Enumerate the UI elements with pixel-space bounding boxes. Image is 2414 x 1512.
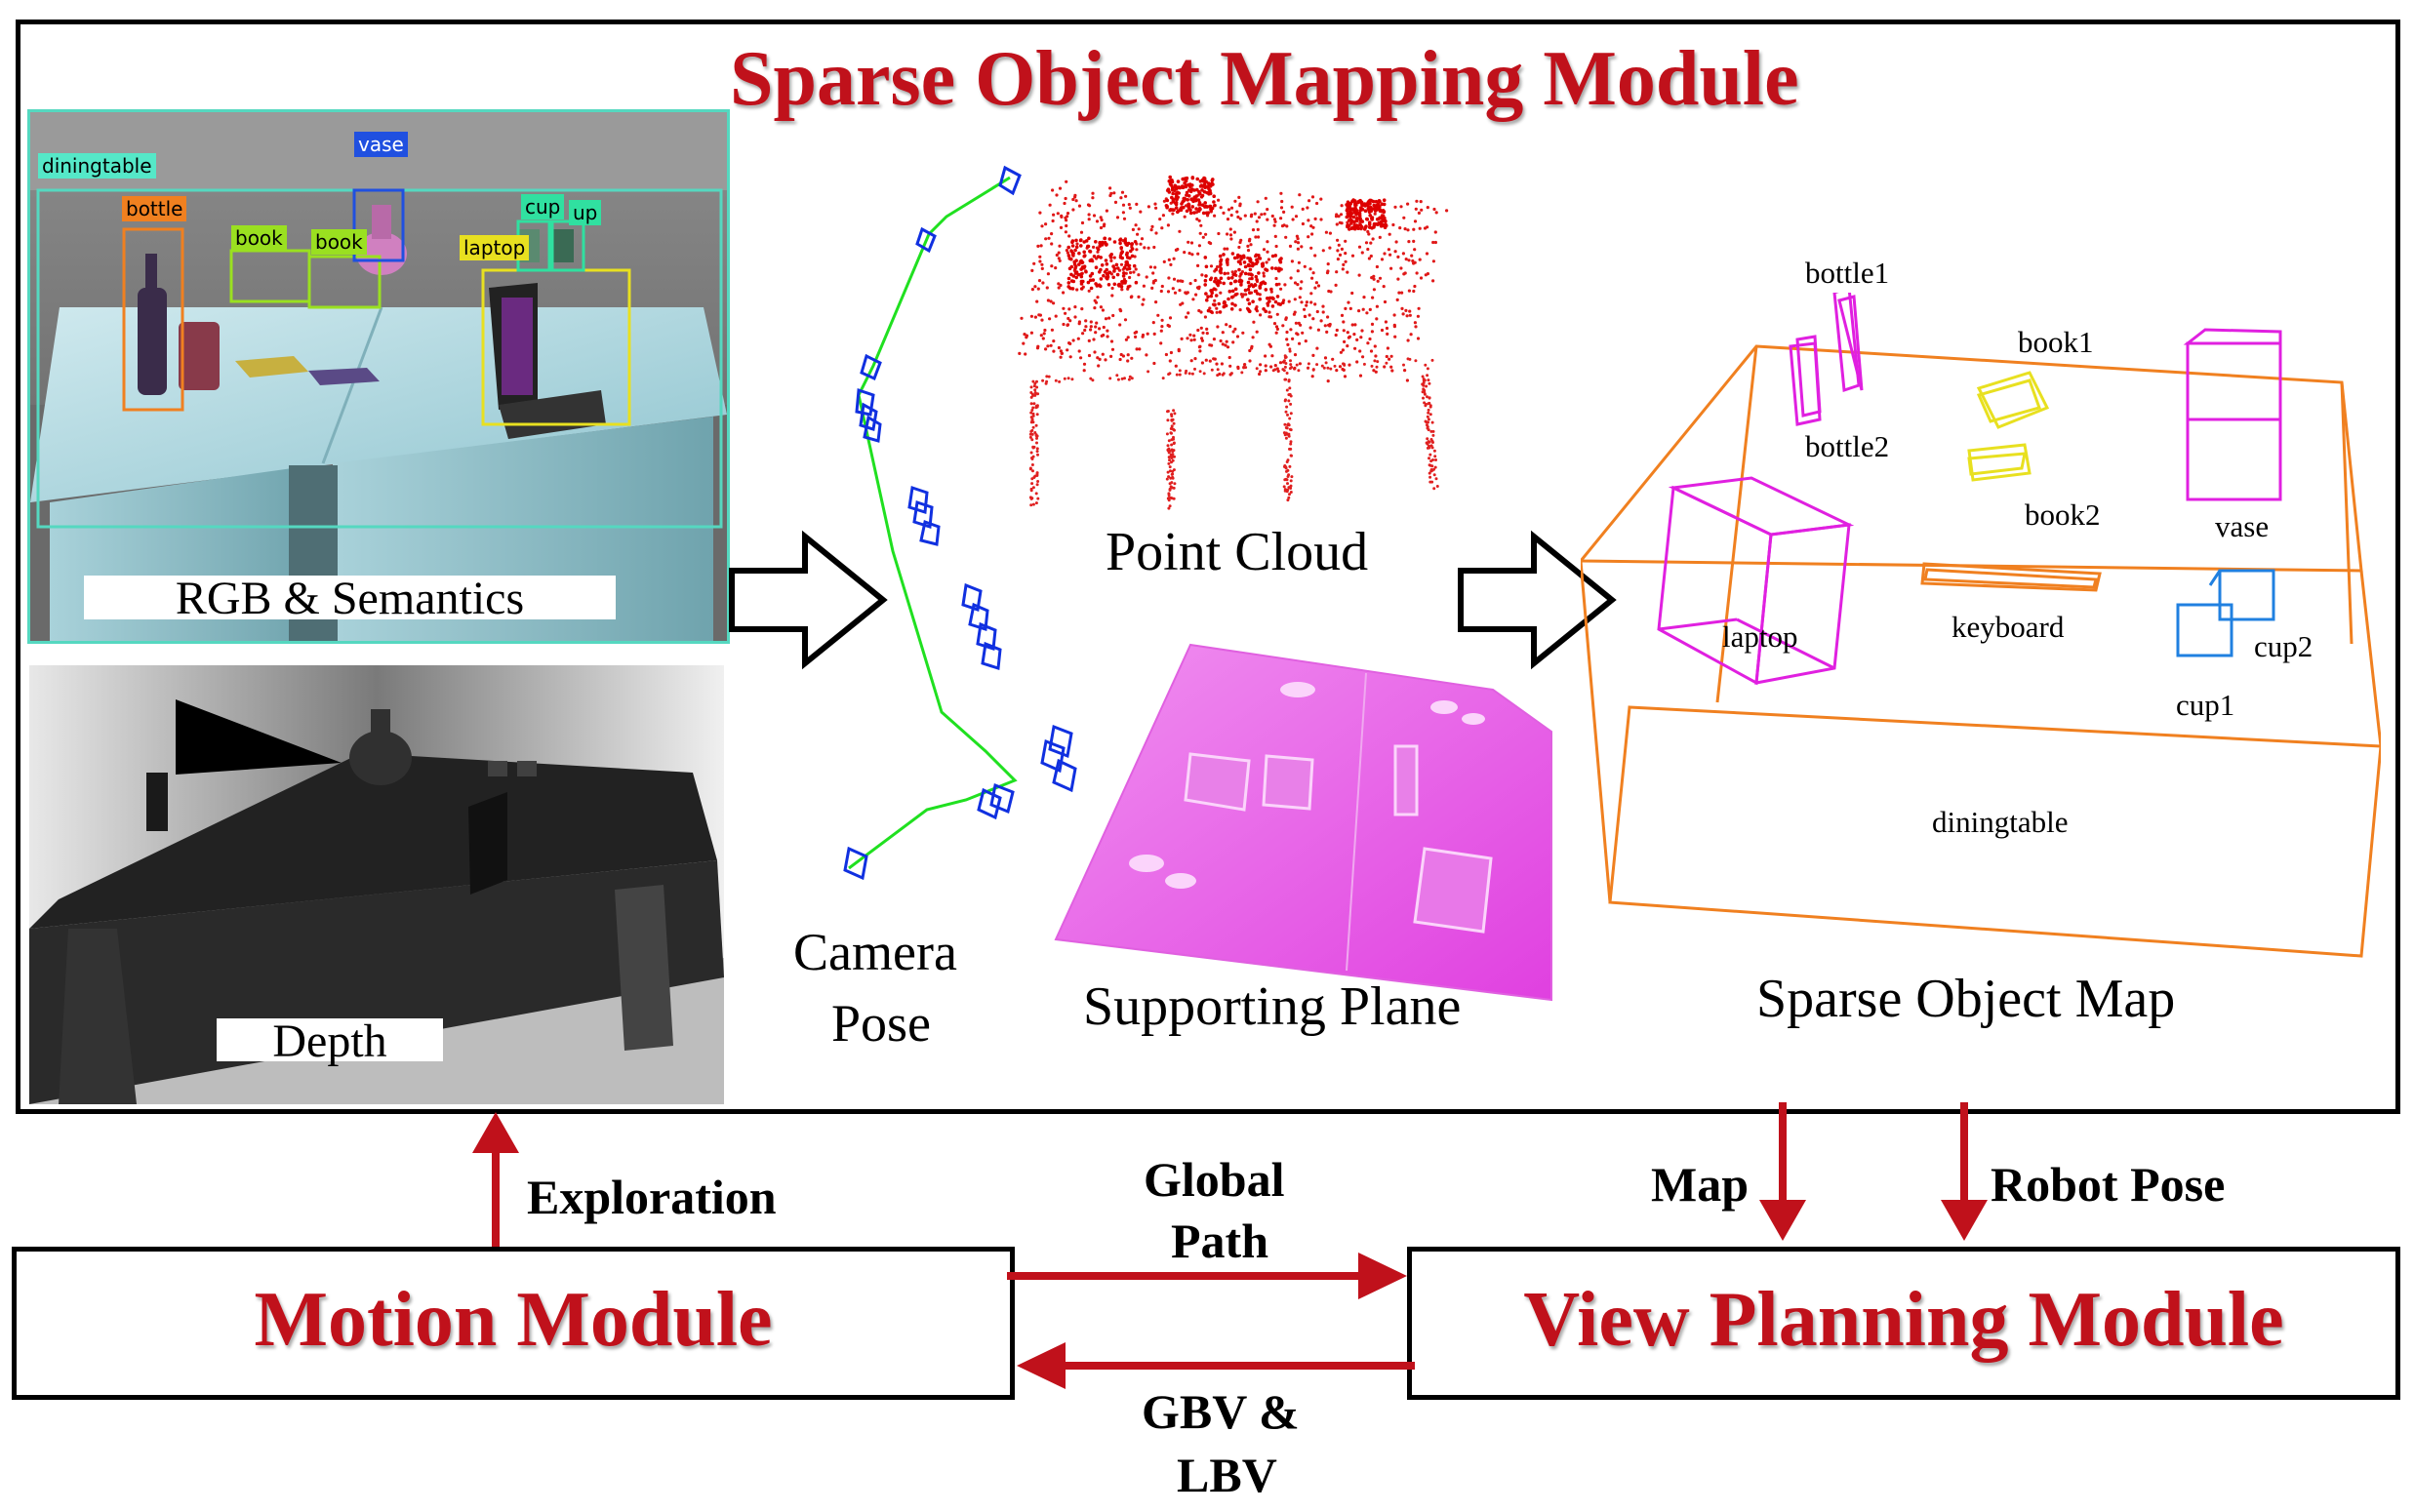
detection-label-book: book xyxy=(231,225,287,251)
gbv-lbv-label-line1: GBV & xyxy=(1142,1384,1300,1439)
detection-label-bottle: bottle xyxy=(122,196,187,221)
exploration-label: Exploration xyxy=(527,1170,777,1224)
map-object-label-laptop: laptop xyxy=(1722,619,1798,654)
detection-label-cup: up xyxy=(569,200,602,225)
supporting-plane-graphic xyxy=(1054,643,1552,1002)
depth-caption: Depth xyxy=(217,1018,443,1065)
camera-pose-caption-line2: Pose xyxy=(831,994,932,1053)
map-object-label-cup2: cup2 xyxy=(2254,629,2313,663)
point-cloud-caption: Point Cloud xyxy=(1106,522,1369,582)
map-label: Map xyxy=(1651,1157,1749,1212)
rgb-semantics-image: diningtable vase bottle book book laptop… xyxy=(27,109,730,644)
map-object-label-diningtable: diningtable xyxy=(1932,805,2069,839)
camera-pose-caption-line1: Camera xyxy=(793,923,957,981)
camera-trajectory-graphic xyxy=(843,165,1077,881)
view-planning-module-box xyxy=(1407,1247,2400,1400)
supporting-plane-caption: Supporting Plane xyxy=(1083,976,1462,1037)
detection-label-vase: vase xyxy=(354,132,408,157)
map-object-label-vase: vase xyxy=(2215,509,2270,543)
map-object-label-bottle2: bottle2 xyxy=(1805,429,1890,463)
connection-arrows xyxy=(472,1102,1988,1389)
view-planning-module-title: View Planning Module xyxy=(1523,1277,2284,1363)
robot-pose-label: Robot Pose xyxy=(1991,1157,2226,1212)
flow-arrow-icon xyxy=(729,530,888,670)
detection-label-book: book xyxy=(311,229,367,255)
map-object-label-book1: book1 xyxy=(2018,325,2094,359)
detection-label-diningtable: diningtable xyxy=(38,153,156,179)
global-path-label-line2: Path xyxy=(1171,1214,1268,1268)
flow-arrow-icon xyxy=(1458,530,1617,670)
sparse-object-map-graphic xyxy=(1581,293,2381,958)
global-path-label-line1: Global xyxy=(1144,1152,1285,1207)
map-object-label-bottle1: bottle1 xyxy=(1805,256,1890,290)
motion-module-box xyxy=(12,1247,1015,1400)
rgb-semantics-caption: RGB & Semantics xyxy=(84,576,616,622)
motion-module-title: Motion Module xyxy=(254,1277,773,1363)
map-object-label-cup1: cup1 xyxy=(2176,688,2235,722)
point-cloud-graphic xyxy=(1018,175,1449,510)
detection-label-cup: cup xyxy=(521,194,565,219)
depth-image: Depth xyxy=(29,665,724,1104)
map-object-label-book2: book2 xyxy=(2025,497,2101,532)
gbv-lbv-label-line2: LBV xyxy=(1177,1448,1277,1502)
map-object-label-keyboard: keyboard xyxy=(1951,610,2065,644)
detection-label-laptop: laptop xyxy=(460,235,530,260)
sparse-object-map-caption: Sparse Object Map xyxy=(1756,969,2176,1029)
mapping-module-title: Sparse Object Mapping Module xyxy=(730,36,1799,122)
